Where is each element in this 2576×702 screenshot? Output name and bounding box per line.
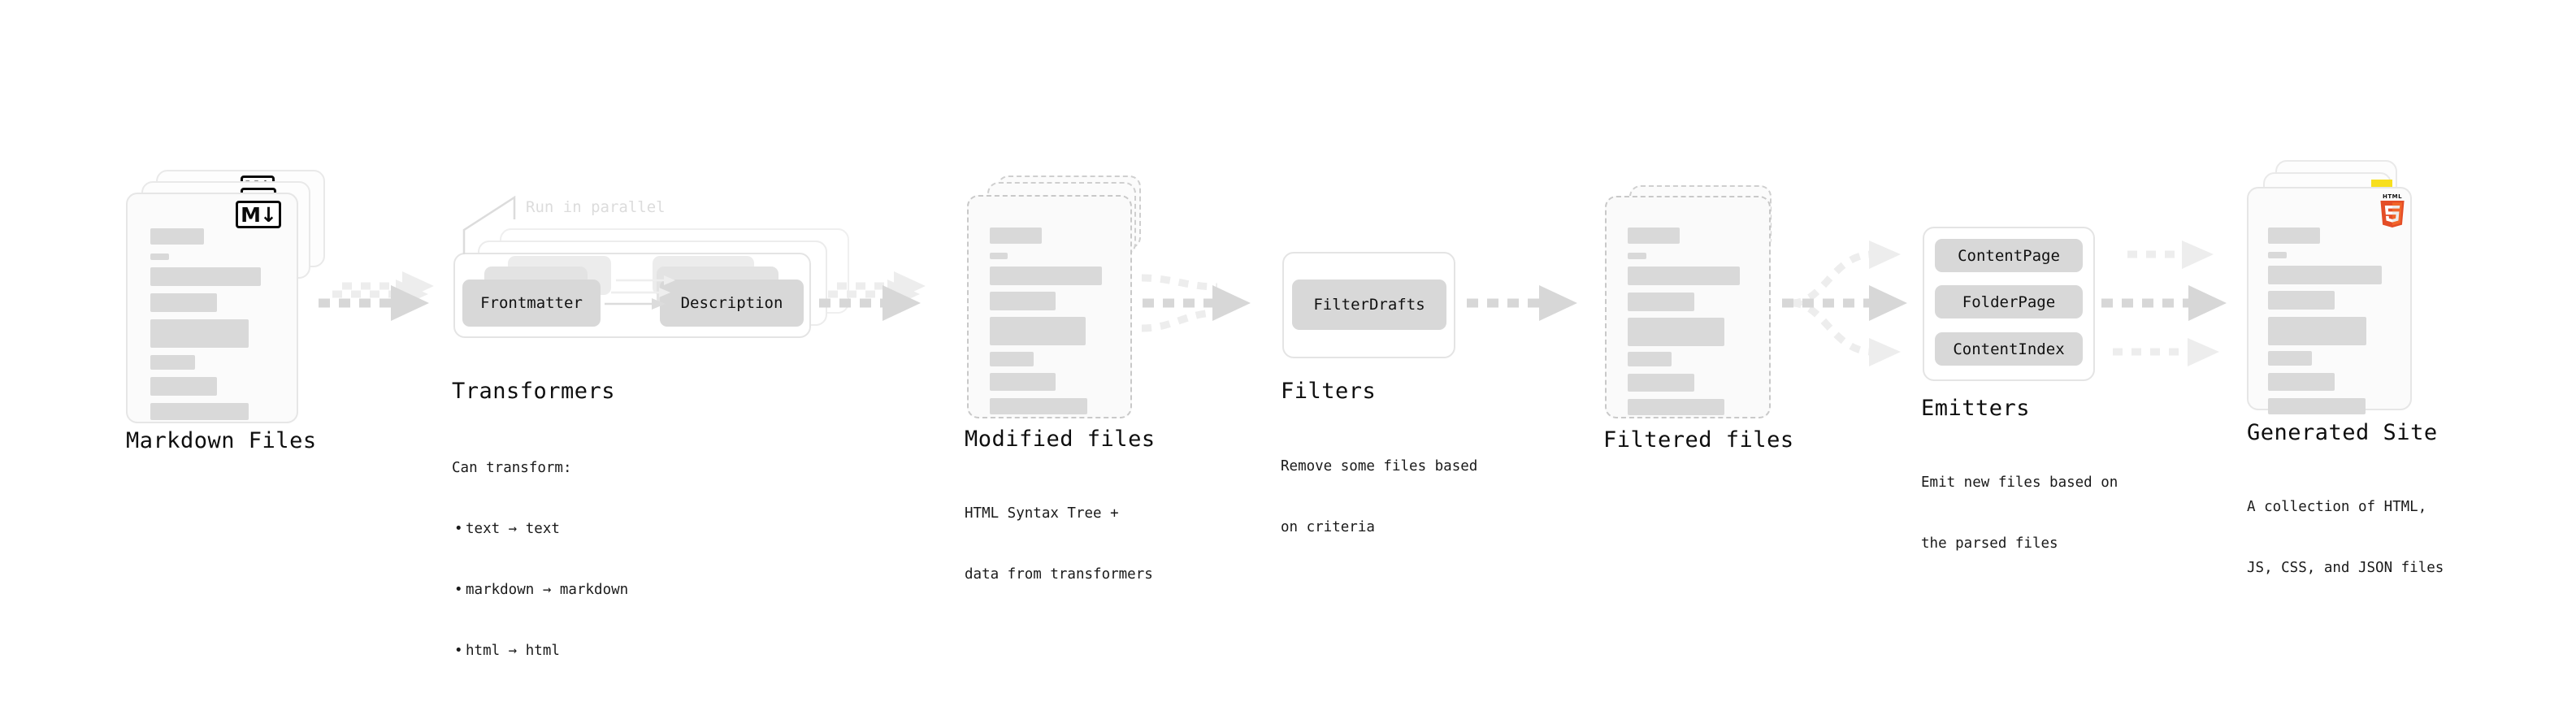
stage-title-filtered-files: Filtered files — [1603, 427, 1794, 453]
transform-item-markdown: markdown → markdown — [452, 580, 628, 600]
ghost-bar — [150, 254, 169, 260]
modified-files-desc-line-2: data from transformers — [965, 566, 1153, 583]
ghost-bar — [990, 228, 1042, 244]
arrow-markdown-to-transformers — [319, 271, 434, 321]
ghost-bar — [150, 293, 217, 312]
html5-shield-icon — [2380, 201, 2405, 228]
ghost-bar — [990, 253, 1008, 259]
ghost-bar — [150, 377, 217, 396]
html5-logo-icon: HTML — [2379, 193, 2406, 228]
filters-description: Remove some files based on criteria — [1281, 416, 1477, 578]
ghost-bar — [2268, 351, 2312, 366]
ghost-bar — [1628, 374, 1694, 392]
markdown-logo-icon: M↓ — [236, 201, 281, 228]
ghost-bar — [1628, 318, 1724, 346]
arrow-filters-to-filtered — [1467, 285, 1577, 321]
ghost-bar — [990, 266, 1102, 285]
transformer-pill-frontmatter[interactable]: Frontmatter — [462, 280, 601, 327]
ghost-bar — [1628, 253, 1646, 259]
ghost-bar — [1628, 399, 1724, 415]
ghost-bar — [150, 319, 249, 348]
arrow-filtered-to-emitters — [1782, 240, 1907, 366]
generated-card-front — [2247, 187, 2412, 414]
emitters-description: Emit new files based on the parsed files — [1921, 432, 2118, 595]
ghost-bar — [990, 398, 1087, 414]
ghost-bar — [1628, 292, 1694, 311]
filters-desc-line-1: Remove some files based — [1281, 458, 1478, 474]
stage-title-emitters: Emitters — [1921, 396, 2031, 421]
ghost-bar — [2268, 317, 2366, 345]
run-in-parallel-label: Run in parallel — [526, 198, 666, 216]
emitter-pill-contentindex[interactable]: ContentIndex — [1935, 332, 2083, 366]
ghost-bar — [150, 403, 249, 420]
pipeline-diagram: M↓ M↓ M↓ Markdown Files Frontmatter Desc… — [0, 0, 2576, 681]
ghost-bar — [1628, 266, 1740, 285]
arrow-modified-to-filters — [1141, 274, 1251, 332]
stage-title-markdown-files: Markdown Files — [126, 428, 317, 453]
transform-item-text: text → text — [452, 519, 628, 540]
filters-desc-line-2: on criteria — [1281, 519, 1375, 535]
generated-site-desc-line-1: A collection of HTML, — [2247, 499, 2427, 515]
ghost-bar — [150, 228, 204, 245]
html5-logo-text: HTML — [2382, 193, 2403, 200]
ghost-bar — [150, 267, 261, 286]
markdown-card-front — [126, 193, 298, 423]
ghost-bar — [990, 292, 1056, 310]
generated-site-desc-line-2: JS, CSS, and JSON files — [2247, 560, 2444, 576]
ghost-bar — [2268, 266, 2382, 284]
modified-files-description: HTML Syntax Tree + data from transformer… — [965, 463, 1153, 626]
ghost-bar — [1628, 352, 1672, 366]
ghost-bar — [990, 373, 1056, 391]
stage-title-modified-files: Modified files — [965, 427, 1156, 452]
stage-title-filters: Filters — [1281, 379, 1377, 404]
transformers-description: Can transform: text → text markdown → ma… — [452, 418, 628, 702]
stage-title-generated-site: Generated Site — [2247, 420, 2438, 445]
ghost-bar — [2268, 291, 2335, 310]
emitter-pill-folderpage[interactable]: FolderPage — [1935, 285, 2083, 318]
transformers-intro: Can transform: — [452, 460, 572, 476]
generated-site-description: A collection of HTML, JS, CSS, and JSON … — [2247, 457, 2444, 619]
filtered-card-front — [1605, 196, 1771, 418]
emitter-pill-contentpage[interactable]: ContentPage — [1935, 239, 2083, 272]
arrow-emitters-to-site — [2101, 240, 2227, 366]
emitters-desc-line-1: Emit new files based on — [1921, 474, 2118, 491]
stage-title-transformers: Transformers — [452, 379, 616, 404]
ghost-bar — [990, 317, 1086, 345]
ghost-bar — [2268, 398, 2366, 414]
emitters-desc-line-2: the parsed files — [1921, 535, 2058, 552]
ghost-bar — [2268, 228, 2320, 244]
modified-files-desc-line-1: HTML Syntax Tree + — [965, 505, 1119, 522]
ghost-bar — [2268, 252, 2287, 258]
modified-card-front — [967, 195, 1132, 418]
ghost-bar — [2268, 373, 2335, 391]
transform-item-html: html → html — [452, 641, 628, 661]
transformer-pill-description[interactable]: Description — [660, 280, 804, 327]
filter-pill-filterdrafts[interactable]: FilterDrafts — [1292, 280, 1446, 330]
ghost-bar — [990, 352, 1034, 366]
ghost-bar — [150, 355, 195, 370]
ghost-bar — [1628, 228, 1680, 244]
